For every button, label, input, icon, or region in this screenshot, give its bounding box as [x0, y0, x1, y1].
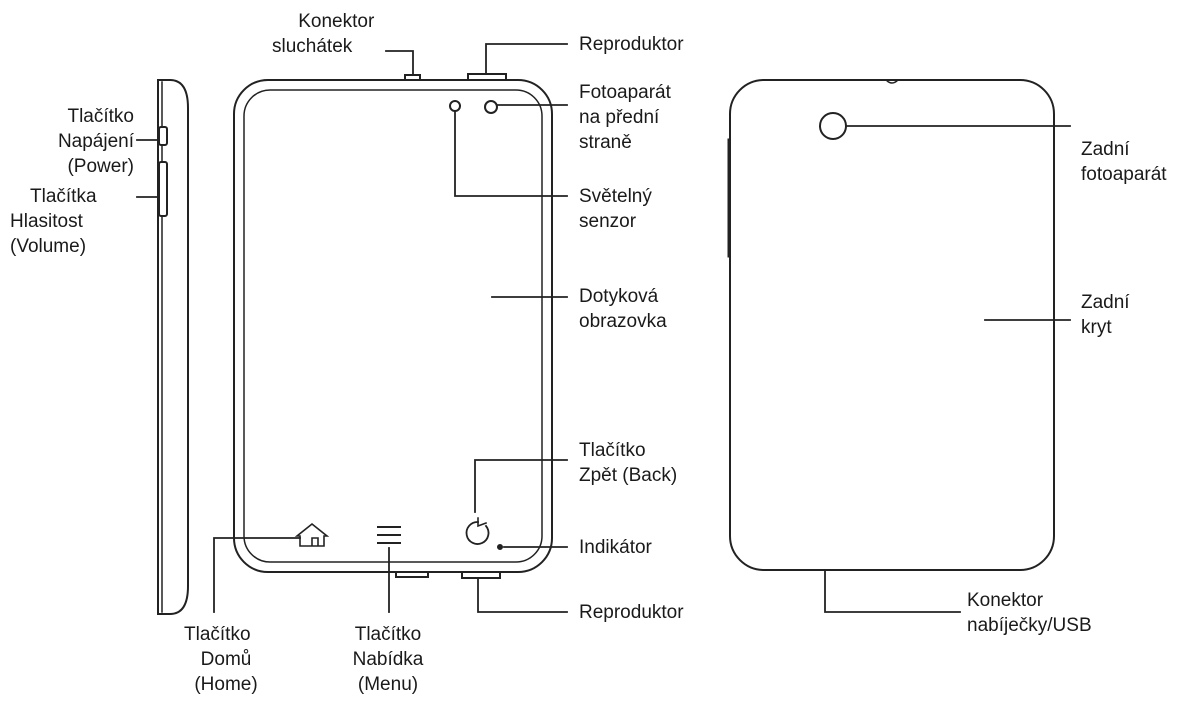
- power-button: [158, 126, 168, 146]
- leader-light-sensor: [454, 110, 568, 197]
- label-front-camera: Fotoaparát na přední straně: [579, 80, 671, 155]
- label-headphone-jack-line2: sluchátek: [272, 36, 353, 57]
- rear-camera-lens: [819, 112, 847, 140]
- leader-headphone-jack: [385, 50, 414, 75]
- label-speaker-top-text: Reproduktor: [579, 34, 684, 55]
- label-menu-line2: Nabídka: [352, 649, 424, 670]
- label-menu-line1: Tlačítko: [354, 624, 422, 645]
- volume-button: [158, 161, 168, 217]
- label-speaker-top: Reproduktor: [579, 32, 684, 57]
- label-power-line3: (Power): [67, 156, 134, 177]
- label-power: Tlačítko Napájení (Power): [58, 104, 134, 179]
- label-light-sensor-line1: Světelný: [579, 186, 652, 207]
- label-back-cover: Zadní kryt: [1081, 290, 1130, 340]
- label-front-camera-line3: straně: [579, 132, 632, 153]
- label-power-line1: Tlačítko: [67, 106, 134, 127]
- label-volume-line3: (Volume): [10, 236, 87, 257]
- speaker-top-port: [467, 73, 507, 81]
- side-view-outline: [157, 79, 189, 615]
- leader-speaker-top: [485, 43, 568, 75]
- front-view: [233, 73, 553, 579]
- label-front-camera-line1: Fotoaparát: [579, 82, 671, 103]
- label-back-button-line1: Tlačítko: [579, 440, 646, 461]
- back-view: [727, 78, 1055, 571]
- label-rear-camera-line2: fotoaparát: [1081, 164, 1167, 185]
- label-volume: Tlačítka Hlasitost (Volume): [10, 184, 97, 259]
- charger-port-front: [395, 571, 429, 578]
- label-volume-line2: Hlasitost: [10, 211, 83, 232]
- indicator-dot: [497, 544, 503, 550]
- label-charger-line2: nabíječky/USB: [967, 615, 1092, 636]
- label-charger-line1: Konektor: [967, 590, 1044, 611]
- label-back-button-line2: Zpět (Back): [579, 465, 678, 486]
- label-home-line2: Domů: [200, 649, 252, 670]
- back-icon: [465, 521, 490, 545]
- side-view: [157, 79, 189, 615]
- label-charger: Konektor nabíječky/USB: [967, 588, 1092, 638]
- back-icon-arrow: [477, 517, 488, 528]
- label-light-sensor: Světelný senzor: [579, 184, 652, 234]
- label-speaker-bottom: Reproduktor: [579, 600, 684, 625]
- leader-back-button: [474, 459, 568, 513]
- leader-lines: [136, 43, 1071, 613]
- label-back-cover-line2: kryt: [1081, 317, 1112, 338]
- leader-speaker-bottom: [477, 577, 568, 613]
- back-view-outline: [729, 79, 1055, 571]
- leader-charger: [824, 569, 961, 613]
- front-view-inner: [243, 89, 543, 563]
- label-touchscreen: Dotyková obrazovka: [579, 284, 667, 334]
- label-speaker-bottom-text: Reproduktor: [579, 602, 684, 623]
- back-view-top-notch: [884, 78, 900, 84]
- label-home-line3: (Home): [194, 674, 258, 695]
- leader-home: [213, 537, 301, 613]
- label-menu-line3: (Menu): [357, 674, 419, 695]
- label-rear-camera-line1: Zadní: [1081, 139, 1130, 160]
- label-home-line1: Tlačítko: [184, 624, 251, 645]
- front-camera-lens: [484, 100, 498, 114]
- label-back-cover-line1: Zadní: [1081, 292, 1130, 313]
- label-touchscreen-line1: Dotyková: [579, 286, 659, 307]
- light-sensor-dot: [449, 100, 461, 112]
- label-headphone-jack-line1: Konektor: [298, 11, 375, 32]
- label-volume-line1: Tlačítka: [30, 186, 97, 207]
- label-back-button: Tlačítko Zpět (Back): [579, 438, 677, 488]
- headphone-jack-port: [404, 74, 421, 81]
- menu-icon: [377, 526, 401, 544]
- label-home: Tlačítko Domů (Home): [176, 622, 276, 697]
- home-icon: [294, 522, 330, 547]
- label-light-sensor-line2: senzor: [579, 211, 637, 232]
- label-headphone-jack: Konektor sluchátek: [272, 9, 374, 59]
- label-menu: Tlačítko Nabídka (Menu): [338, 622, 438, 697]
- label-indicator-text: Indikátor: [579, 537, 652, 558]
- label-power-line2: Napájení: [57, 131, 134, 152]
- label-front-camera-line2: na přední: [579, 107, 660, 128]
- speaker-bottom-port: [461, 571, 501, 579]
- front-view-outer: [233, 79, 553, 573]
- label-indicator: Indikátor: [579, 535, 652, 560]
- label-touchscreen-line2: obrazovka: [579, 311, 667, 332]
- label-rear-camera: Zadní fotoaparát: [1081, 137, 1167, 187]
